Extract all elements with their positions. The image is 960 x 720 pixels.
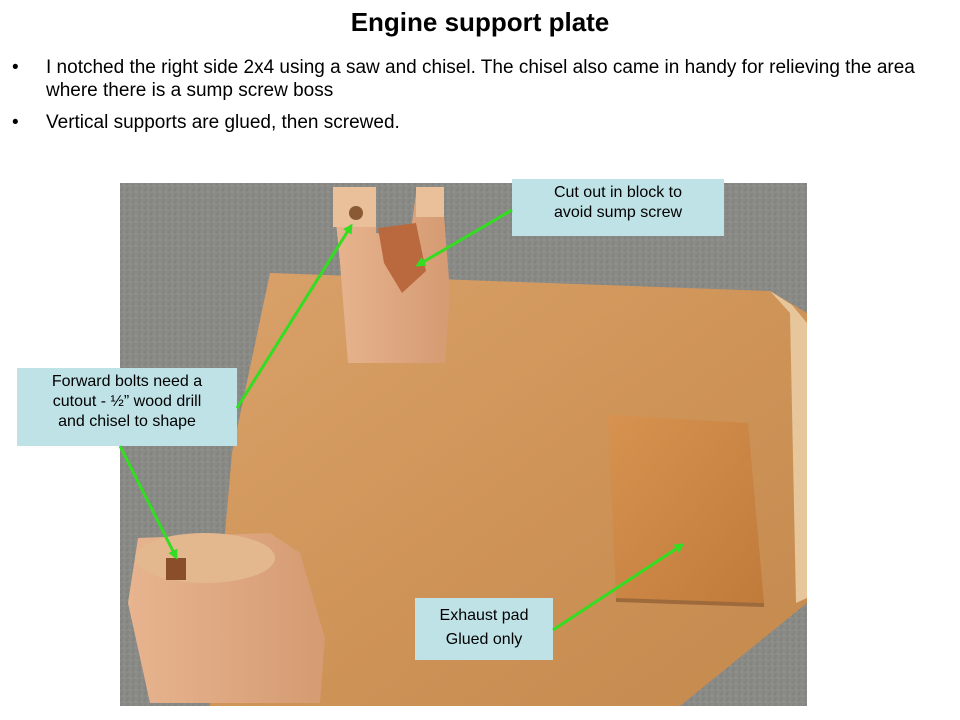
sump-cutout <box>378 223 426 293</box>
bullet-marker: • <box>12 112 19 133</box>
callout-line: Cut out in block to <box>553 184 683 201</box>
callout-sump-cutout: Cut out in block to avoid sump screw <box>512 179 724 236</box>
callout-forward-bolts: Forward bolts need a cutout - ½” wood dr… <box>17 368 237 446</box>
plate-edge <box>770 291 807 603</box>
slide-title: Engine support plate <box>350 7 610 37</box>
bullet-text: I notched the right side 2x4 using a saw… <box>46 57 915 101</box>
front-block-endgrain <box>135 533 275 583</box>
block-endgrain <box>416 187 444 217</box>
callout-line: and chisel to shape <box>58 413 196 430</box>
bullet-text: Vertical supports are glued, then screwe… <box>46 112 400 133</box>
callout-line: Glued only <box>445 631 523 648</box>
callout-line: avoid sump screw <box>553 204 683 221</box>
bullet-item: • Vertical supports are glued, then scre… <box>12 111 942 134</box>
bullet-list: • I notched the right side 2x4 using a s… <box>12 56 942 143</box>
bullet-item: • I notched the right side 2x4 using a s… <box>12 56 942 102</box>
bullet-marker: • <box>12 57 19 78</box>
drill-hole <box>349 206 363 220</box>
callout-exhaust-pad: Exhaust pad Glued only <box>415 598 553 660</box>
exhaust-pad <box>608 415 764 603</box>
callout-line: Forward bolts need a <box>51 373 203 390</box>
callout-line: cutout - ½” wood drill <box>52 393 202 410</box>
callout-line: Exhaust pad <box>439 607 529 624</box>
bolt-cutout <box>166 558 186 580</box>
